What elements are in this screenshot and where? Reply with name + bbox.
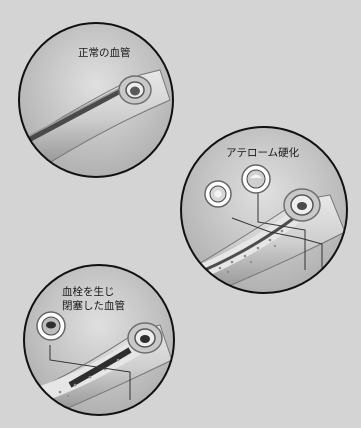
label-normal-vessel: 正常の血管 [78, 47, 131, 59]
label-thrombus-line1: 血栓を生じ [62, 286, 115, 298]
occluded-cross-section-icon [36, 311, 66, 341]
label-atherosclerosis: アテローム硬化 [226, 147, 300, 159]
atherosclerosis-panel [180, 126, 348, 294]
cross-section-icon [204, 180, 232, 208]
cross-section-narrowed-icon [241, 164, 271, 194]
label-thrombus-line2: 閉塞した血管 [62, 300, 125, 312]
normal-vessel-panel [18, 22, 174, 178]
